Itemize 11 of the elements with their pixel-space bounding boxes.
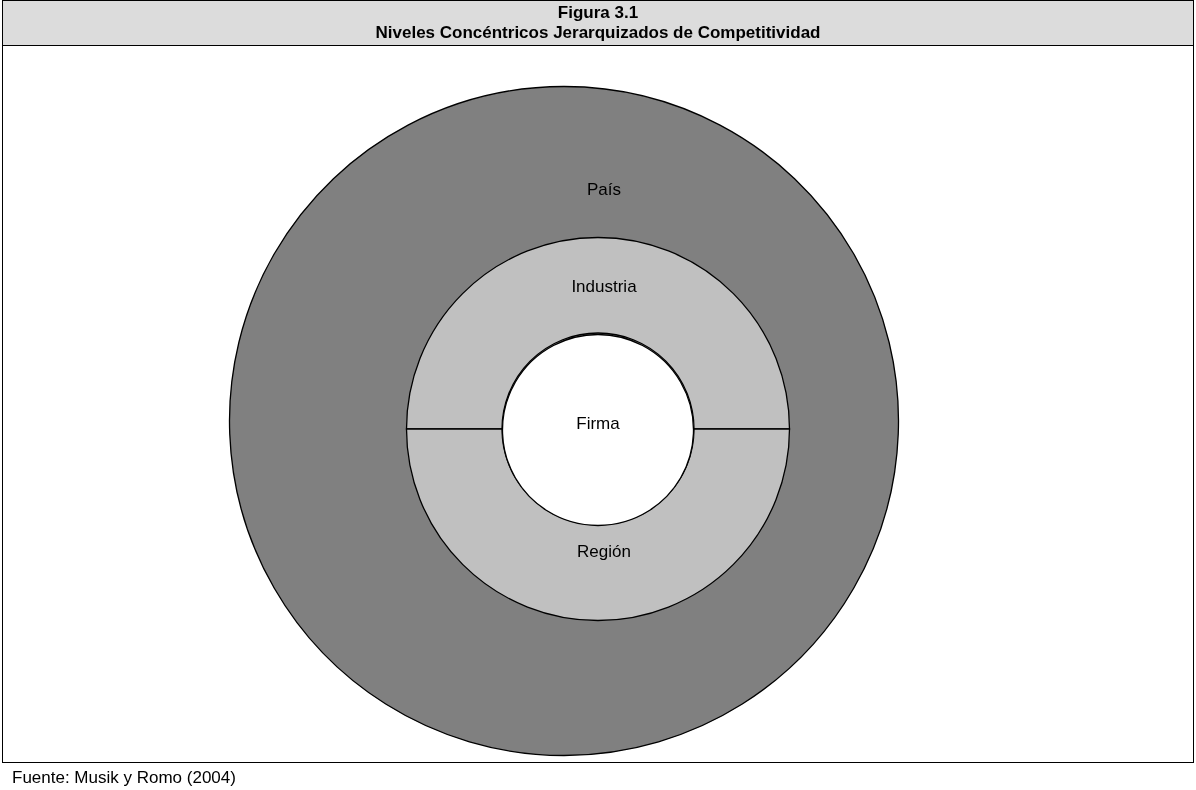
region-label: Firma xyxy=(576,414,620,434)
outer-circle xyxy=(229,86,899,756)
region-label: Industria xyxy=(571,277,637,297)
figure-number: Figura 3.1 xyxy=(556,3,640,23)
source-note: Fuente: Musik y Romo (2004) xyxy=(12,768,236,788)
region-label: Región xyxy=(577,542,631,562)
inner-circle xyxy=(502,334,694,526)
region-label: País xyxy=(587,180,621,200)
figure-title: Niveles Concéntricos Jerarquizados de Competitividad xyxy=(374,23,822,43)
upper-half-ring xyxy=(406,237,790,429)
lower-half-ring xyxy=(406,429,790,621)
